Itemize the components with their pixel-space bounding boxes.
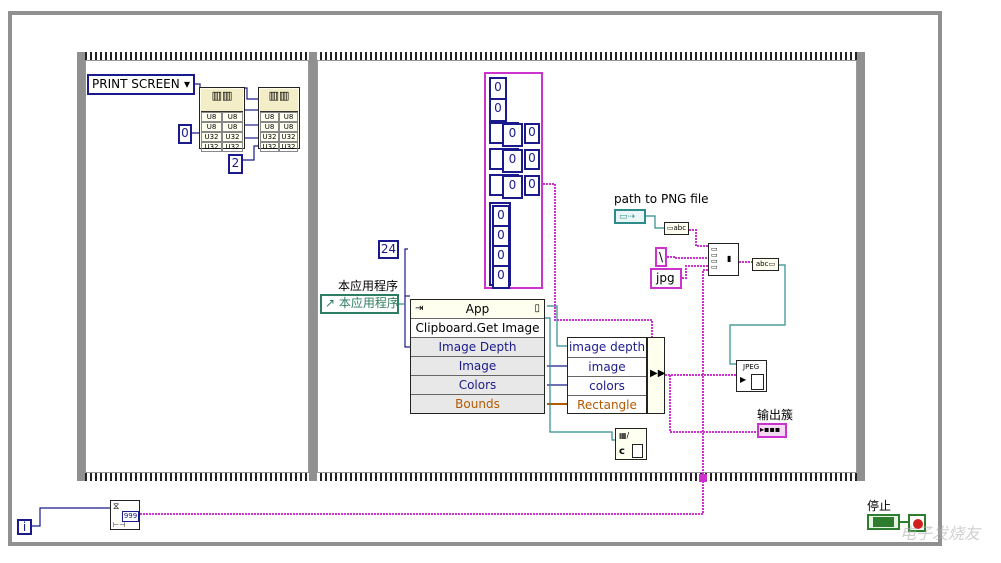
constant-zero-value: 0: [181, 126, 189, 140]
flat-sequence-right-border: [857, 52, 865, 481]
output-arrow-icon: ▮: [727, 254, 732, 263]
constant-999-value: 999: [123, 512, 138, 520]
backslash-value: \: [659, 250, 664, 264]
bundle-item[interactable]: Rectangle: [568, 395, 646, 414]
stop-button-control[interactable]: [867, 514, 900, 530]
flat-sequence-top-border: [77, 52, 865, 60]
file-icon: [632, 444, 643, 458]
property-item[interactable]: Image Depth: [411, 337, 544, 356]
flat-sequence-divider: [309, 52, 317, 481]
jpg-value: jpg: [656, 271, 675, 285]
wait-ms-node[interactable]: ⧖ 999 ⊢⊣: [110, 500, 140, 530]
constant-two-value: 2: [231, 156, 240, 170]
cluster-element[interactable]: 0: [524, 175, 540, 196]
concatenate-icon: ▭▭▭▭: [711, 245, 718, 271]
cluster-element[interactable]: 0: [502, 175, 523, 199]
property-item[interactable]: Colors: [411, 375, 544, 394]
app-reference-control[interactable]: ↗ 本应用程序: [320, 294, 399, 314]
cluster-element[interactable]: 0: [502, 123, 523, 147]
cluster-element[interactable]: 0: [524, 123, 540, 144]
constant-999[interactable]: 999: [122, 511, 139, 522]
loop-index-value: i: [22, 520, 27, 534]
output-cluster-indicator[interactable]: ▸▪▪▪: [757, 423, 787, 438]
app-reference-value: 本应用程序: [338, 296, 399, 310]
cluster-icon: ▸▪▪▪: [760, 425, 781, 434]
watermark: 电子发烧友: [900, 524, 981, 543]
stop-sign-icon: [913, 519, 923, 529]
path-to-string-node[interactable]: ▭abc: [664, 222, 689, 235]
constant-zero[interactable]: 0: [178, 124, 192, 144]
path-icon: ▭⇢: [619, 212, 636, 222]
constant-24[interactable]: 24: [378, 240, 399, 259]
cluster-element[interactable]: 0: [492, 205, 510, 229]
dll-icon: ▥▥: [201, 89, 243, 112]
property-item[interactable]: Bounds: [411, 394, 544, 413]
boolean-icon: [873, 517, 894, 527]
constant-24-value: 24: [380, 242, 397, 256]
bundle-cluster-input[interactable]: ▶▶: [647, 337, 665, 414]
cluster-constant[interactable]: 0 0 0 0 0 0 0 0 0 0 0 0: [484, 72, 543, 289]
ms-icon: ⊢⊣: [113, 521, 126, 529]
c-icon: c: [619, 446, 625, 457]
string-to-path-node[interactable]: abc▭: [752, 258, 779, 271]
write-jpeg-node[interactable]: JPEG ▶: [736, 360, 767, 392]
picture-to-pixmap-node[interactable]: ▦/ c: [615, 428, 647, 460]
property-node-class: ⇥ App ▯: [411, 300, 544, 318]
ring-label: PRINT SCREEN: [92, 77, 180, 91]
cluster-element[interactable]: 0: [492, 265, 510, 289]
stop-condition-terminal[interactable]: [908, 514, 926, 532]
stop-label: 停止: [867, 499, 892, 513]
tunnel: [699, 474, 707, 482]
loop-iteration-terminal: i: [17, 519, 32, 535]
bundle-item[interactable]: image depth: [568, 340, 646, 354]
picture-icon: ▦/: [619, 431, 630, 440]
concatenate-strings-node[interactable]: ▭▭▭▭ ▮: [708, 243, 739, 276]
property-node-class-name: App: [465, 302, 490, 316]
property-node-property: Clipboard.Get Image: [411, 318, 544, 337]
jpg-constant[interactable]: jpg: [650, 268, 682, 289]
metronome-icon: ⧖: [113, 502, 120, 512]
property-item[interactable]: Image: [411, 356, 544, 375]
while-loop[interactable]: [8, 11, 942, 546]
string-to-path-icon: abc▭: [755, 260, 776, 268]
property-node[interactable]: ⇥ App ▯ Clipboard.Get Image Image Depth …: [410, 299, 545, 414]
backslash-constant[interactable]: \: [655, 247, 667, 267]
path-to-string-icon: ▭abc: [666, 224, 687, 232]
path-control-label: path to PNG file: [614, 192, 709, 206]
file-icon: [751, 374, 764, 390]
reference-arrow-icon: ↗: [325, 296, 336, 310]
bundle-item[interactable]: colors: [568, 376, 646, 395]
jpeg-label: JPEG: [743, 363, 760, 371]
flat-sequence-bottom-border: [77, 473, 865, 481]
cluster-element[interactable]: 0: [489, 98, 507, 122]
chevron-down-icon: ▾: [183, 77, 190, 91]
path-control[interactable]: ▭⇢: [614, 209, 646, 224]
output-cluster-label: 输出簇: [757, 408, 794, 422]
print-screen-ring-constant[interactable]: PRINT SCREEN ▾: [87, 74, 195, 95]
bundle-item[interactable]: image: [568, 357, 646, 376]
cluster-element[interactable]: 0: [502, 149, 523, 173]
cluster-element[interactable]: 0: [524, 149, 540, 170]
reference-out-icon: ▯: [534, 303, 540, 314]
bundle-by-name-node[interactable]: image depth image colors Rectangle: [567, 337, 647, 414]
dll-icon: ▥▥: [260, 89, 298, 112]
constant-two[interactable]: 2: [228, 154, 243, 174]
arrow-icon: ▶: [740, 375, 747, 384]
flat-sequence-left-border: [77, 52, 85, 481]
cluster-bundle-icon: ▶▶: [650, 368, 666, 379]
reference-in-icon: ⇥: [415, 303, 424, 314]
app-reference-label: 本应用程序: [338, 279, 399, 293]
